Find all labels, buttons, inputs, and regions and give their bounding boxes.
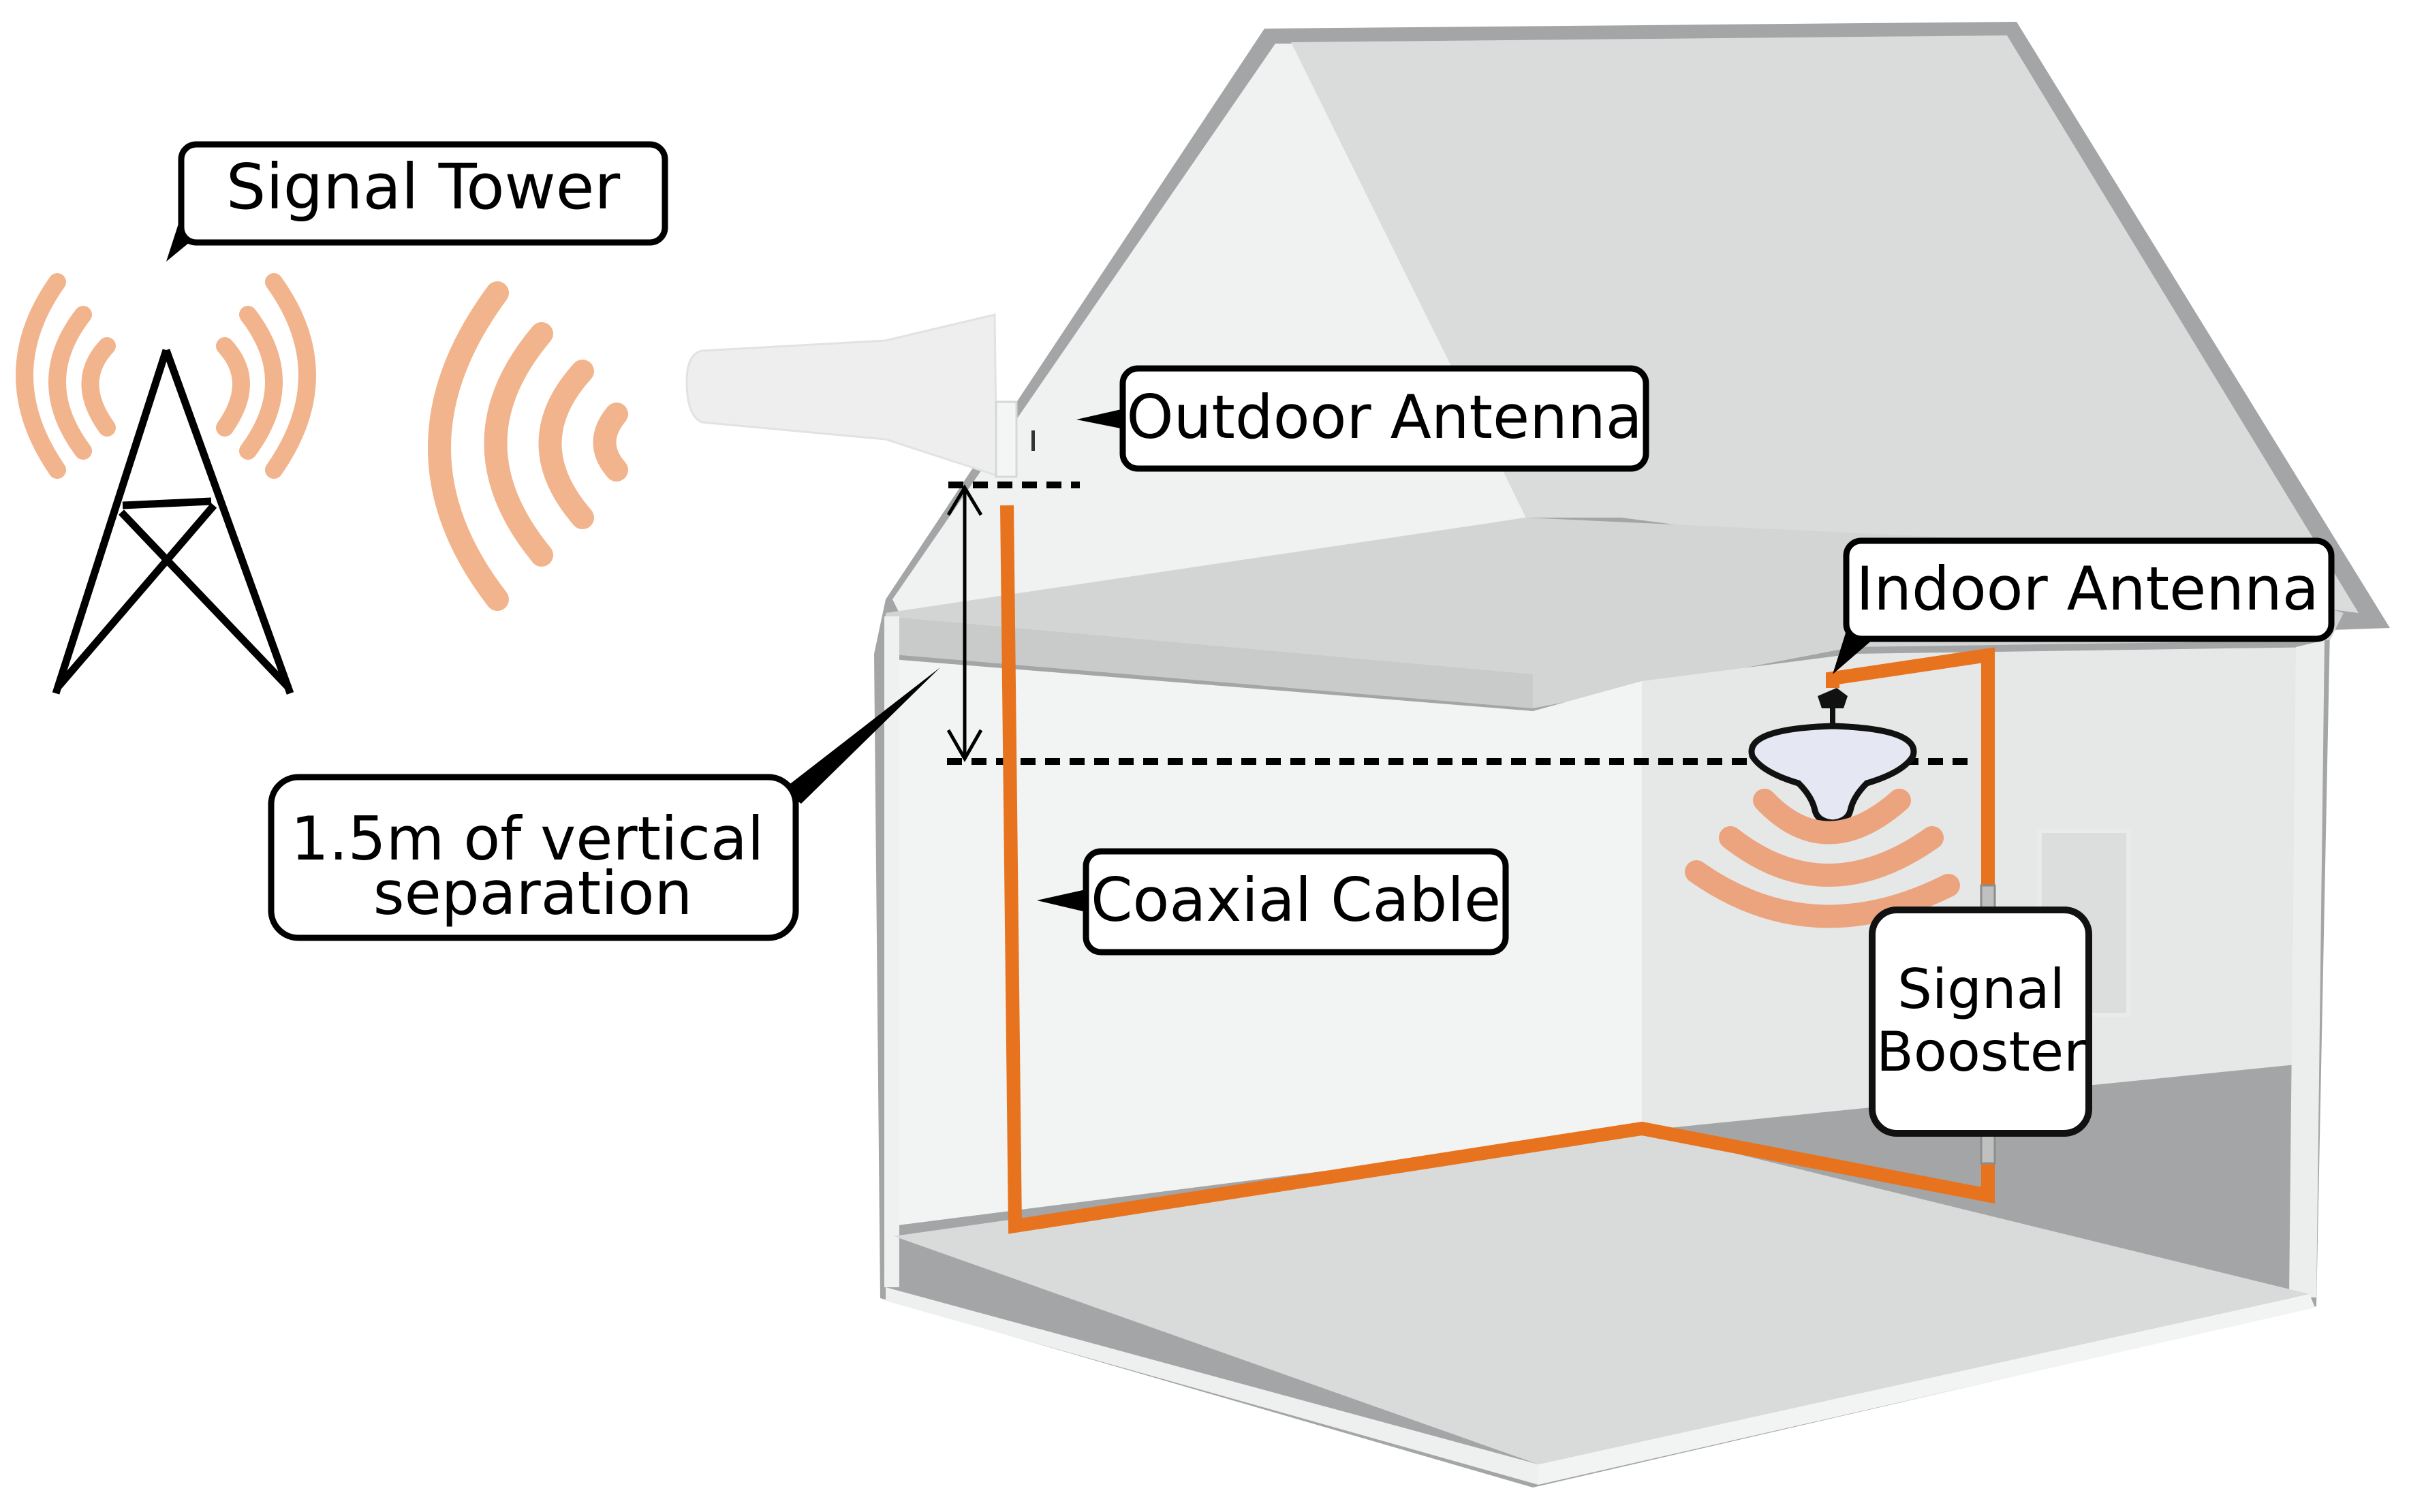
attic-floor-front <box>886 616 1533 708</box>
signal-tower-text: Signal Tower <box>226 151 621 223</box>
label-box <box>1843 537 2335 642</box>
booster-box <box>1869 907 2092 1137</box>
wave-arc <box>593 403 628 482</box>
separation-text-line2: separation <box>373 858 692 928</box>
house <box>874 22 2390 1487</box>
wave-arc <box>265 273 316 479</box>
tower-waves-right <box>216 273 316 479</box>
wave-arc <box>428 281 509 611</box>
signal-tower-icon <box>52 349 294 695</box>
label-box <box>268 774 799 941</box>
signal-booster-text-line2: Booster <box>1876 1020 2086 1084</box>
tower-frame <box>52 349 294 695</box>
floor-right-edge <box>1538 1294 2315 1485</box>
wave-arc <box>216 337 250 437</box>
wave-arc <box>48 306 92 460</box>
right-outer-wall <box>2289 640 2325 1297</box>
wave-arc <box>1753 789 1911 845</box>
label-box <box>1119 365 1649 472</box>
floor <box>894 1131 2310 1464</box>
cable-run-main <box>1000 505 1995 1234</box>
wave-arc <box>16 273 66 479</box>
callout-pointer <box>782 667 940 804</box>
left-outer-wall <box>884 616 899 1287</box>
wave-arc <box>484 322 553 567</box>
callout-pointer <box>1037 889 1089 913</box>
arrow-head-up <box>946 484 983 516</box>
outdoor-antenna-label: Outdoor Antenna <box>1076 365 1649 472</box>
tower-x-brace <box>54 503 292 691</box>
outdoor-antenna-text: Outdoor Antenna <box>1126 382 1642 452</box>
floor-front-edge <box>886 1287 1538 1485</box>
wave-arc <box>1719 826 1944 887</box>
label-box <box>1083 848 1509 956</box>
antenna-mount <box>995 400 1018 478</box>
separation-text-line1: 1.5m of vertical <box>291 804 764 874</box>
arrow-head-down <box>946 729 983 763</box>
label-box <box>178 141 668 246</box>
antenna-cap <box>1818 688 1848 708</box>
vertical-separation-marker <box>946 482 1969 765</box>
wave-arc <box>239 306 283 460</box>
incoming-signal-waves <box>428 281 628 611</box>
coaxial-cable <box>1000 505 1995 1234</box>
cable-run-booster-to-antenna <box>1826 647 1995 913</box>
coaxial-cable-text: Coaxial Cable <box>1091 865 1501 935</box>
wave-arc <box>538 360 594 529</box>
wave-arc <box>81 337 116 437</box>
outdoor-antenna-icon <box>685 313 1035 478</box>
indoor-antenna-text: Indoor Antenna <box>1856 554 2319 624</box>
signal-tower-label: Signal Tower <box>166 141 668 262</box>
wave-arc <box>1685 860 1960 928</box>
tower-waves-left <box>16 273 116 479</box>
separation-label: 1.5m of vertical separation <box>268 667 940 941</box>
antenna-connector <box>1031 430 1035 451</box>
indoor-signal-waves <box>1685 789 1960 928</box>
indoor-antenna-label: Indoor Antenna <box>1833 537 2335 674</box>
callout-pointer <box>1076 409 1124 429</box>
antenna-cone <box>685 313 998 477</box>
signal-booster-text-line1: Signal <box>1897 958 2065 1021</box>
tower-crossbar <box>122 497 212 509</box>
signal-booster: Signal <box>1869 884 2092 1165</box>
coaxial-cable-label: Coaxial Cable <box>1037 848 1509 956</box>
